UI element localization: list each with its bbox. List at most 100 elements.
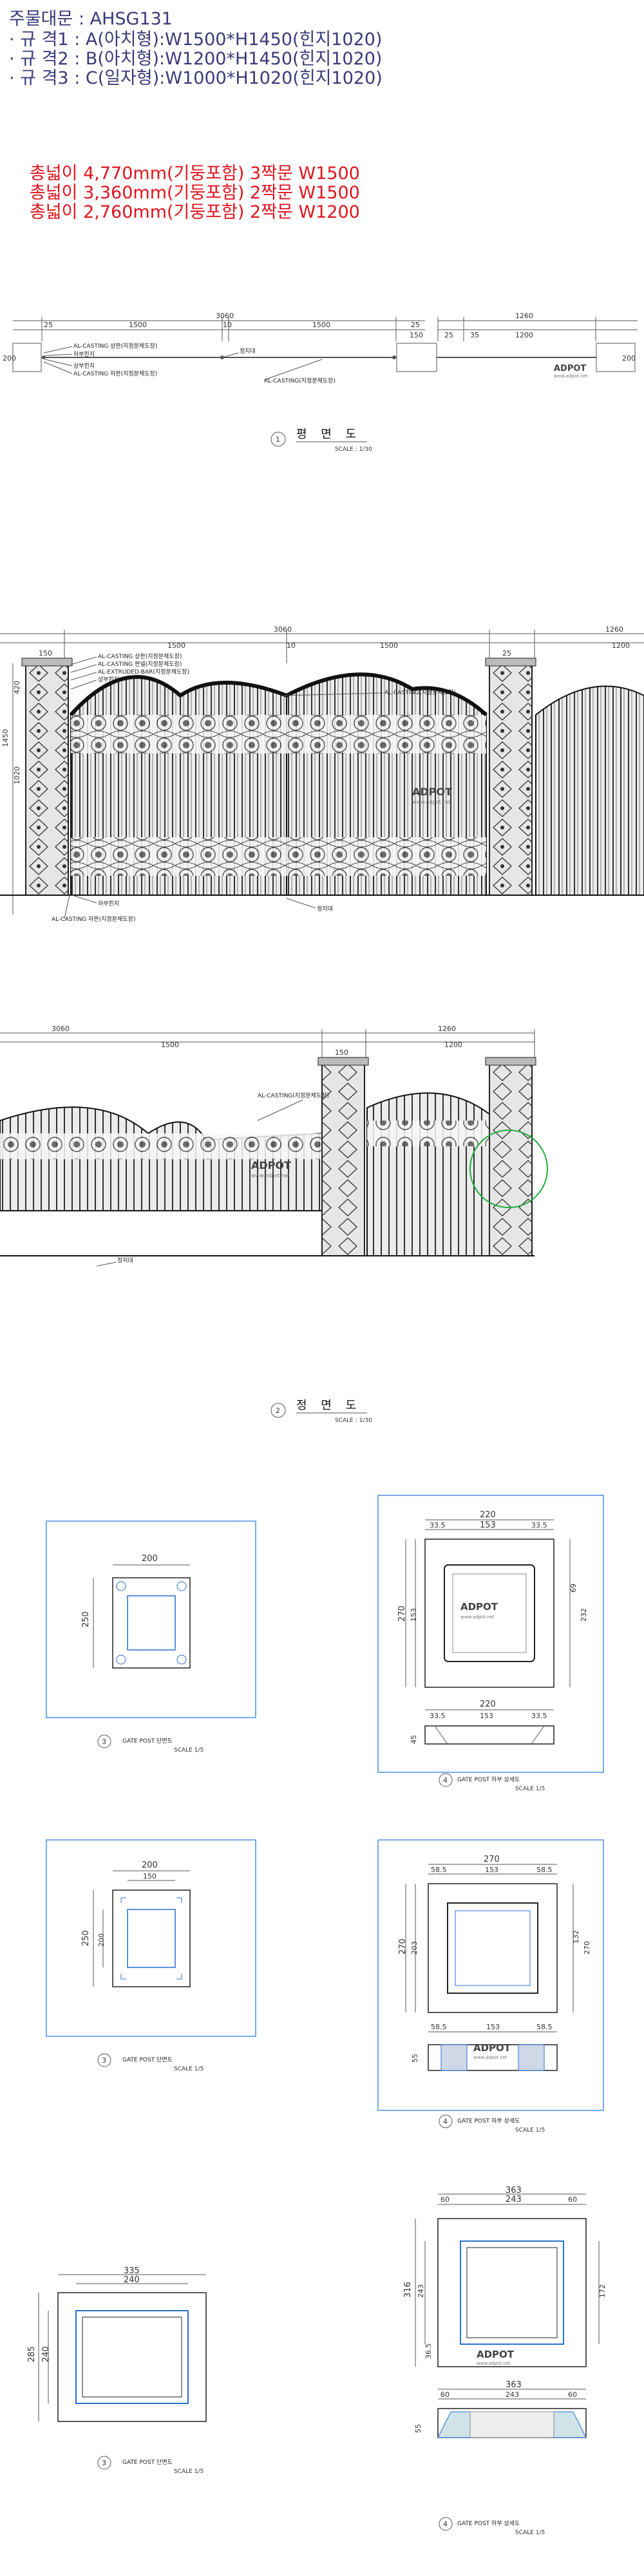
elev-dim-height: 1450 [1,729,10,747]
detail4-base-elevation [428,2044,558,2071]
detail4-caption: 4 GATE POST 하부 상세도 SCALE 1/5 [439,2114,545,2134]
plan-label-casting: AL-CASTING(지정분체도장) [264,377,336,384]
detail2-dim-top: 220 [480,1510,496,1520]
detail6-core [469,2411,554,2438]
detail1-scale: SCALE 1/5 [174,1747,204,1754]
detail6-dim-side: 172 [598,2284,607,2298]
elev-dim-right-leaf: 1200 [612,641,630,650]
plan-watermark-brand: ADPOT [554,364,586,374]
elev-dim-end: 25 [502,649,511,658]
elev-label-top-plate: AL-CASTING 상판(지정분체도장) [98,653,182,660]
plan-dim-right-a: 25 [444,331,453,339]
detail3-no: 3 [102,2056,106,2065]
elev2-right-ornament [367,1121,489,1146]
elev-next-leaf [535,685,644,896]
elev2-post-mid [321,1062,365,1256]
elevation-view-left: 3060 1500 1500 10 150 1260 25 1200 1450 … [0,625,644,923]
elev-post-left-cap [21,658,73,667]
detail1-caption-text: GATE POST 단면도 [122,1738,173,1745]
elev-dim-left: 1500 [167,641,185,650]
detail4-dim-side-total: 270 [583,1941,591,1955]
elev2-detail-callout [469,1130,548,1208]
detail4-watermark-url: www.adpot.net [473,2055,507,2060]
detail6-watermark-url: www.adpot.net [477,2361,511,2366]
total-width-2: 총넓이 3,360mm(기둥포함) 2짝문 W1500 [30,183,360,203]
elev2-dim-right-total: 1260 [438,1025,456,1033]
detail2-caption-text: GATE POST 하부 상세도 [457,1776,520,1783]
detail-post-section-1: 200 250 [46,1520,256,1718]
detail4-dim-height-inner: 203 [410,1941,419,1955]
plan-watermark-url: www.adpot.net [554,374,588,379]
detail4-watermark-brand: ADPOT [473,2042,511,2054]
elev-label-bottom-plate: AL-CASTING 하판(지정분체도장) [52,916,135,923]
detail1-frame [46,1520,256,1718]
detail5-dim-inner-width: 240 [124,2275,140,2285]
detail2-base-inner [444,1564,535,1662]
plan-dim-right: 1500 [312,321,330,329]
elev-scale: SCALE : 1/30 [335,1417,372,1424]
elev-post-right-cap [485,658,536,667]
elev2-post-right [489,1062,533,1256]
plan-view: 3060 1500 10 1500 25 25 150 1260 25 35 1… [3,312,638,453]
plan-section-marker [270,431,286,447]
detail6-left-foot [437,2411,471,2438]
detail4-dim-top: 270 [484,1855,500,1864]
detail6-caption: 4 GATE POST 하부 상세도 SCALE 1/5 [439,2517,545,2536]
detail1-post-inner [127,1595,176,1651]
detail6-dim-top: 363 [506,2186,522,2195]
detail2-dim-inner: 153 [480,1520,496,1530]
spec-line-1: · 규 격1 : A(아치형):W1500*H1450(힌지1020) [9,30,383,50]
detail2-watermark-url: www.adpot.net [460,1615,495,1620]
detail6-dim-bottom-l: 60 [440,2391,450,2399]
detail-post-section-2: 200 150 250 200 [46,1839,256,2037]
plan-dim-total: 3060 [216,312,234,320]
plan-dim-left-a: 25 [44,321,53,329]
detail4-caption-text: GATE POST 하부 상세도 [457,2117,520,2125]
detail-post-section-3: 335 240 285 240 [27,2266,207,2422]
detail5-caption: 3 GATE POST 단면도 SCALE 1/5 [97,2456,204,2475]
detail4-scale: SCALE 1/5 [515,2127,545,2134]
plan-label-stopper: 정지대 [240,348,256,355]
elev2-dim-right-leaf: 1200 [444,1041,462,1049]
detail2-dim-side-total: 232 [580,1608,588,1622]
detail6-right-foot [553,2411,587,2438]
detail5-post-outer [57,2292,207,2422]
elev-section-no: 2 [276,1406,280,1415]
detail6-no: 4 [443,2520,448,2528]
detail2-frame [377,1495,604,1773]
detail6-dim-height-inner: 243 [417,2284,425,2298]
detail6-dim-bottom-r: 60 [568,2391,577,2399]
detail2-dim-base-height: 45 [410,1735,418,1744]
plan-dim-center: 10 [223,321,232,329]
elev-dim-post: 150 [39,649,52,658]
elevation-view-right: 3060 1500 1260 1200 150 정지대 AL-CASTING(지… [0,1025,548,1424]
elev-dim-right: 1500 [380,641,398,650]
plan-section-no: 1 [276,435,280,444]
elev-title: 정 면 도 [296,1399,361,1412]
detail6-dim-edge-r: 60 [568,2195,577,2204]
detail5-dim-height: 285 [27,2346,37,2362]
detail6-dim-bottom-inner: 243 [506,2391,519,2399]
detail6-watermark-brand: ADPOT [477,2349,515,2360]
detail3-post-inner [127,1909,176,1968]
detail4-dim-bottom-inner: 153 [486,2023,500,2031]
detail2-dim-bottom-inner: 153 [480,1712,493,1720]
elev-lower-ornament-band [71,837,486,876]
detail4-base-outer [428,1883,558,2013]
elev2-label-casting: AL-CASTING(지정분체도장) [258,1092,329,1099]
elev2-dim-left: 1500 [161,1041,179,1049]
detail3-dim-width: 200 [142,1861,158,1870]
detail2-base-outer [424,1539,554,1688]
detail2-dim-side: 69 [569,1584,578,1593]
elev-label-upper-hinge: 상부힌지 [98,676,119,683]
elev-label-bar: AL-EXTRUDED-BAR(지정분체도장) [98,668,189,676]
total-width-3: 총넓이 2,760mm(기둥포함) 2짝문 W1200 [30,202,360,222]
plan-dim-end: 25 [411,321,420,329]
plan-label-upper-hinge: 상부힌지 [73,362,95,370]
elev-dim-top: 420 [13,681,21,694]
detail4-dim-bottom-r: 58.5 [536,2023,553,2031]
detail6-scale: SCALE 1/5 [515,2530,545,2536]
detail6-base-inner [460,2240,564,2345]
detail5-caption-text: GATE POST 단면도 [122,2459,173,2466]
detail6-base-outer [437,2218,587,2367]
